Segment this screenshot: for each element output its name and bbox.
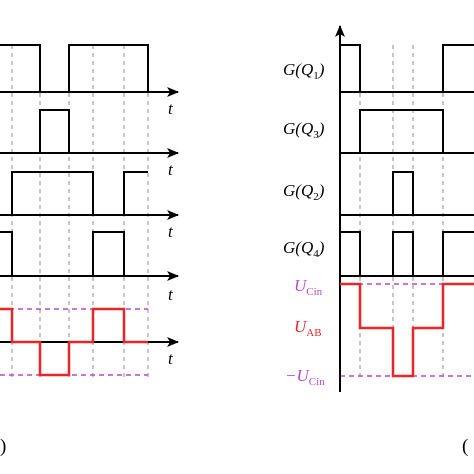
waveform-gq4-right (340, 231, 474, 277)
left-axes (0, 87, 179, 347)
label-gq1-sub: 1 (313, 70, 319, 82)
label-gq3-func: G( (283, 119, 302, 138)
label-ucin-sub: Cin (306, 286, 322, 298)
waveform-gq2-right (392, 171, 414, 215)
label-neg-ucin-sub: Cin (309, 376, 325, 388)
label-gq4: G(Q4) (283, 238, 325, 260)
waveform-gq3-left (39, 109, 70, 153)
waveform-gq1-left (0, 44, 149, 93)
right-level-labels: UCin UAB −UCin (285, 276, 325, 388)
label-gq1-close: ) (318, 60, 325, 79)
right-caption: ( (462, 436, 468, 457)
label-gq4-func: G( (283, 238, 302, 257)
label-gq4-sub: 4 (313, 248, 319, 260)
time-label: t (168, 99, 174, 118)
left-time-labels: t t t t t (168, 99, 174, 368)
label-gq3: G(Q3) (283, 119, 325, 141)
label-gq2-func: G( (283, 181, 302, 200)
waveform-uab-right (340, 282, 474, 378)
time-label: t (168, 160, 174, 179)
left-grid-lines (11, 45, 149, 380)
right-panel: G(Q1) G(Q3) G(Q2) G(Q4) UCin UAB −UCin ( (283, 25, 474, 457)
right-waveforms (340, 44, 474, 277)
label-neg-ucin: −UCin (285, 366, 325, 388)
waveform-gq3-right (340, 109, 444, 154)
time-label: t (168, 285, 174, 304)
label-gq1-func: G( (283, 60, 302, 79)
label-uab-var: U (294, 317, 308, 336)
waveform-gq1-right (340, 44, 474, 93)
label-gq4-close: ) (318, 238, 325, 257)
label-gq2-sub: 2 (313, 191, 319, 203)
label-gq3-sub: 3 (313, 129, 319, 141)
left-caption: ) (0, 436, 6, 457)
label-neg-ucin-sign: − (285, 366, 296, 385)
label-gq3-close: ) (318, 119, 325, 138)
time-label: t (168, 349, 174, 368)
waveform-gq2-left (11, 171, 148, 216)
time-label: t (168, 222, 174, 241)
left-level-lines (0, 308, 148, 376)
label-gq2-close: ) (318, 181, 325, 200)
label-gq4-var: Q (301, 238, 313, 257)
label-gq1-var: Q (301, 60, 313, 79)
label-uab: UAB (294, 317, 322, 339)
label-gq2-var: Q (301, 181, 313, 200)
left-panel: t t t t t ) (0, 44, 179, 457)
label-ucin: UCin (294, 276, 323, 298)
waveform-gq4-left (0, 231, 125, 277)
label-uab-sub: AB (306, 327, 321, 339)
right-signal-labels: G(Q1) G(Q3) G(Q2) G(Q4) (283, 60, 325, 260)
label-gq1: G(Q1) (283, 60, 325, 82)
label-gq2: G(Q2) (283, 181, 325, 203)
left-waveforms (0, 44, 149, 277)
label-neg-ucin-var: U (296, 366, 310, 385)
waveform-uab-left (0, 307, 148, 377)
label-gq3-var: Q (301, 119, 313, 138)
right-grid-lines (359, 45, 444, 380)
label-ucin-var: U (294, 276, 308, 295)
